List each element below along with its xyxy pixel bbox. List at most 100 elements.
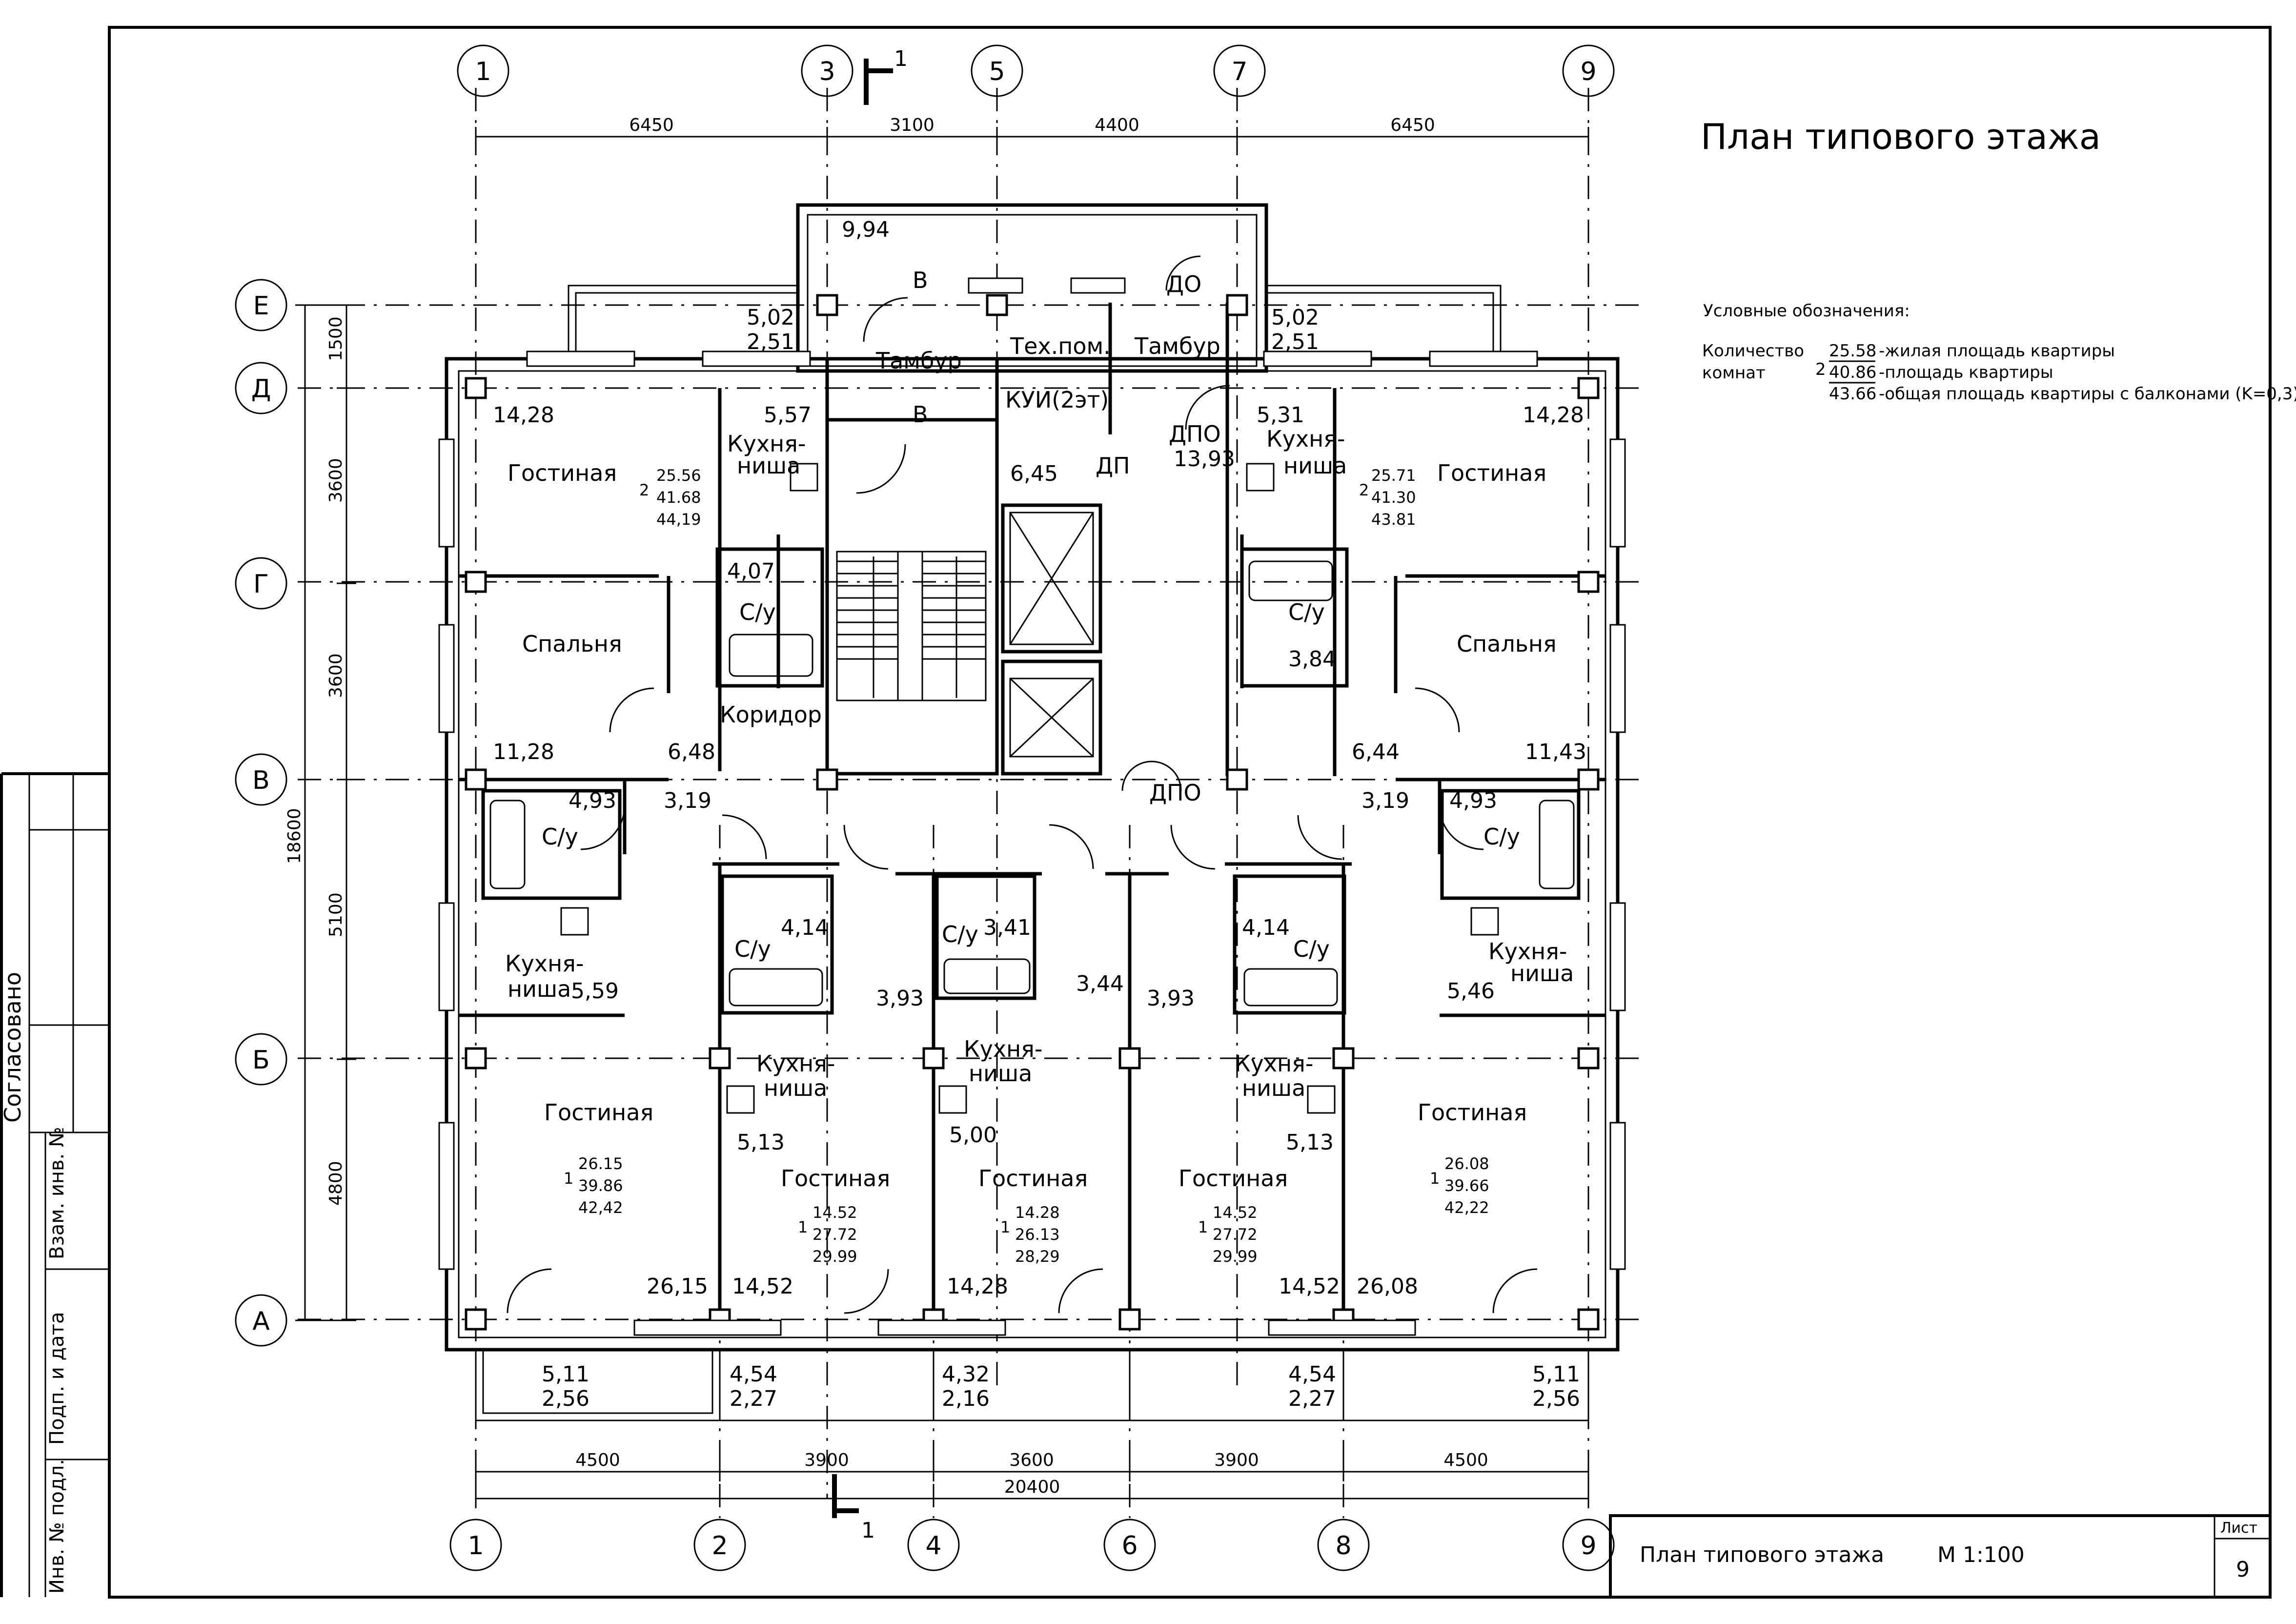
svg-text:ДПО: ДПО bbox=[1169, 421, 1221, 447]
svg-text:3600: 3600 bbox=[326, 458, 346, 503]
svg-text:С/у: С/у bbox=[1483, 823, 1520, 850]
svg-text:Тех.пом.: Тех.пом. bbox=[1010, 333, 1111, 359]
svg-text:Гостиная: Гостиная bbox=[544, 1099, 653, 1126]
svg-text:В: В bbox=[252, 766, 270, 795]
svg-text:5,59: 5,59 bbox=[571, 979, 619, 1004]
svg-text:14.52: 14.52 bbox=[813, 1203, 857, 1222]
svg-text:Г: Г bbox=[253, 570, 269, 599]
axis-bubble-left-B: Б bbox=[235, 1033, 287, 1086]
axis-bubble-top-5: 5 bbox=[971, 44, 1023, 97]
svg-text:В: В bbox=[913, 401, 928, 428]
svg-text:4500: 4500 bbox=[1443, 1450, 1488, 1470]
svg-text:26,15: 26,15 bbox=[647, 1274, 708, 1299]
svg-text:4: 4 bbox=[925, 1531, 941, 1561]
svg-text:14.28: 14.28 bbox=[1015, 1203, 1060, 1222]
svg-text:ДПО: ДПО bbox=[1149, 780, 1201, 806]
svg-text:Кухня-: Кухня- bbox=[1235, 1050, 1313, 1077]
dimension-bottom: 4500 3900 3600 3900 4500 20400 bbox=[475, 1450, 1589, 1508]
svg-text:3,41: 3,41 bbox=[983, 915, 1031, 940]
svg-text:18600: 18600 bbox=[284, 808, 305, 864]
legend-total-label: -общая площадь квартиры с балконами (K=0… bbox=[1879, 384, 2296, 404]
svg-text:Тамбур: Тамбур bbox=[875, 348, 962, 374]
svg-text:5,00: 5,00 bbox=[949, 1123, 997, 1148]
axis-bubble-left-G: Г bbox=[235, 557, 287, 610]
svg-text:4,32: 4,32 bbox=[942, 1362, 990, 1387]
svg-text:6: 6 bbox=[1121, 1531, 1138, 1561]
svg-text:5,13: 5,13 bbox=[1286, 1130, 1334, 1155]
svg-text:14,28: 14,28 bbox=[947, 1274, 1008, 1299]
svg-text:ниша: ниша bbox=[508, 976, 571, 1002]
svg-text:Гостиная: Гостиная bbox=[781, 1165, 890, 1192]
svg-text:4500: 4500 bbox=[575, 1450, 620, 1470]
door-swings bbox=[507, 255, 1538, 1314]
legend-count-label-2: комнат bbox=[1702, 363, 1766, 383]
svg-text:14,28: 14,28 bbox=[493, 403, 554, 428]
dimension-top: 6450 3100 4400 6450 bbox=[475, 115, 1589, 146]
svg-text:14,28: 14,28 bbox=[1523, 403, 1584, 428]
svg-text:3: 3 bbox=[819, 57, 835, 86]
svg-text:5,31: 5,31 bbox=[1257, 403, 1304, 428]
svg-text:14,52: 14,52 bbox=[732, 1274, 793, 1299]
svg-text:2,51: 2,51 bbox=[1271, 329, 1319, 354]
svg-text:Гостиная: Гостиная bbox=[1178, 1165, 1288, 1192]
svg-text:42,42: 42,42 bbox=[578, 1198, 623, 1217]
svg-text:2,51: 2,51 bbox=[747, 329, 794, 354]
section-mark-bottom: 1 bbox=[832, 1474, 875, 1543]
svg-text:Кухня-: Кухня- bbox=[505, 950, 584, 977]
svg-text:Кухня-: Кухня- bbox=[727, 431, 806, 457]
axis-bubble-bottom-6: 6 bbox=[1103, 1519, 1156, 1571]
apartment-5: 1 14.28 26.13 28,29 bbox=[1000, 1203, 1060, 1266]
building-walls bbox=[445, 203, 1620, 1421]
svg-text:5,46: 5,46 bbox=[1447, 979, 1495, 1004]
svg-text:ниша: ниша bbox=[737, 452, 800, 479]
svg-text:3100: 3100 bbox=[890, 115, 935, 135]
svg-text:С/у: С/у bbox=[1293, 936, 1330, 962]
svg-text:4,07: 4,07 bbox=[727, 559, 775, 584]
plan-title: План типового этажа bbox=[1701, 116, 2101, 157]
legend-rooms-prefix: 2 bbox=[1815, 360, 1826, 379]
svg-text:42,22: 42,22 bbox=[1444, 1198, 1489, 1217]
svg-text:4,54: 4,54 bbox=[1288, 1362, 1336, 1387]
svg-text:3,93: 3,93 bbox=[1147, 986, 1195, 1011]
svg-text:43.81: 43.81 bbox=[1371, 510, 1416, 529]
legend-area-value: 40.86 bbox=[1829, 363, 1876, 382]
svg-text:26.08: 26.08 bbox=[1444, 1154, 1489, 1173]
svg-text:2,56: 2,56 bbox=[1532, 1386, 1580, 1411]
svg-text:6450: 6450 bbox=[1390, 115, 1435, 135]
title-block-caption: План типового этажа bbox=[1640, 1542, 1884, 1567]
apartment-2: 2 25.71 41.30 43.81 bbox=[1359, 466, 1416, 529]
svg-text:Д: Д bbox=[251, 374, 271, 404]
svg-text:Кухня-: Кухня- bbox=[964, 1036, 1042, 1062]
svg-text:В: В bbox=[913, 267, 928, 293]
svg-text:27.72: 27.72 bbox=[813, 1225, 857, 1244]
section-mark-top: 1 bbox=[864, 46, 908, 105]
apartment-fractions: 2 25.56 41.68 44,19 2 25.71 41.30 43.81 … bbox=[564, 466, 1489, 1266]
axis-bubble-bottom-1: 1 bbox=[449, 1519, 502, 1571]
svg-text:4,93: 4,93 bbox=[1449, 788, 1497, 813]
windows bbox=[438, 277, 1626, 1336]
axis-bubble-left-V: В bbox=[235, 753, 287, 806]
legend-area-label: -площадь квартиры bbox=[1879, 363, 2053, 382]
axis-bubble-top-1: 1 bbox=[457, 44, 509, 97]
svg-text:25.71: 25.71 bbox=[1371, 466, 1416, 485]
svg-text:4,54: 4,54 bbox=[730, 1362, 777, 1387]
svg-text:1: 1 bbox=[894, 46, 908, 71]
svg-text:2: 2 bbox=[711, 1531, 728, 1561]
stair-flights bbox=[836, 551, 987, 701]
svg-text:26.13: 26.13 bbox=[1015, 1225, 1060, 1244]
svg-text:13,93: 13,93 bbox=[1174, 447, 1235, 472]
svg-text:9,94: 9,94 bbox=[842, 217, 890, 242]
area-values: 9,94 5,02 2,51 5,02 2,51 14,28 5,57 5,31… bbox=[493, 217, 1586, 1411]
svg-text:4,14: 4,14 bbox=[1242, 915, 1290, 940]
apartment-4: 1 14.52 27.72 29.99 bbox=[798, 1203, 857, 1266]
svg-text:6,45: 6,45 bbox=[1010, 461, 1058, 486]
svg-text:ниша: ниша bbox=[1283, 452, 1347, 479]
structural-columns bbox=[465, 294, 1600, 1331]
axis-bubble-bottom-2: 2 bbox=[693, 1519, 746, 1571]
apartment-7: 1 26.08 39.66 42,22 bbox=[1430, 1154, 1489, 1217]
svg-text:39.86: 39.86 bbox=[578, 1176, 623, 1195]
svg-text:41.30: 41.30 bbox=[1371, 488, 1416, 507]
svg-text:11,28: 11,28 bbox=[493, 740, 554, 764]
svg-text:14,52: 14,52 bbox=[1279, 1274, 1340, 1299]
